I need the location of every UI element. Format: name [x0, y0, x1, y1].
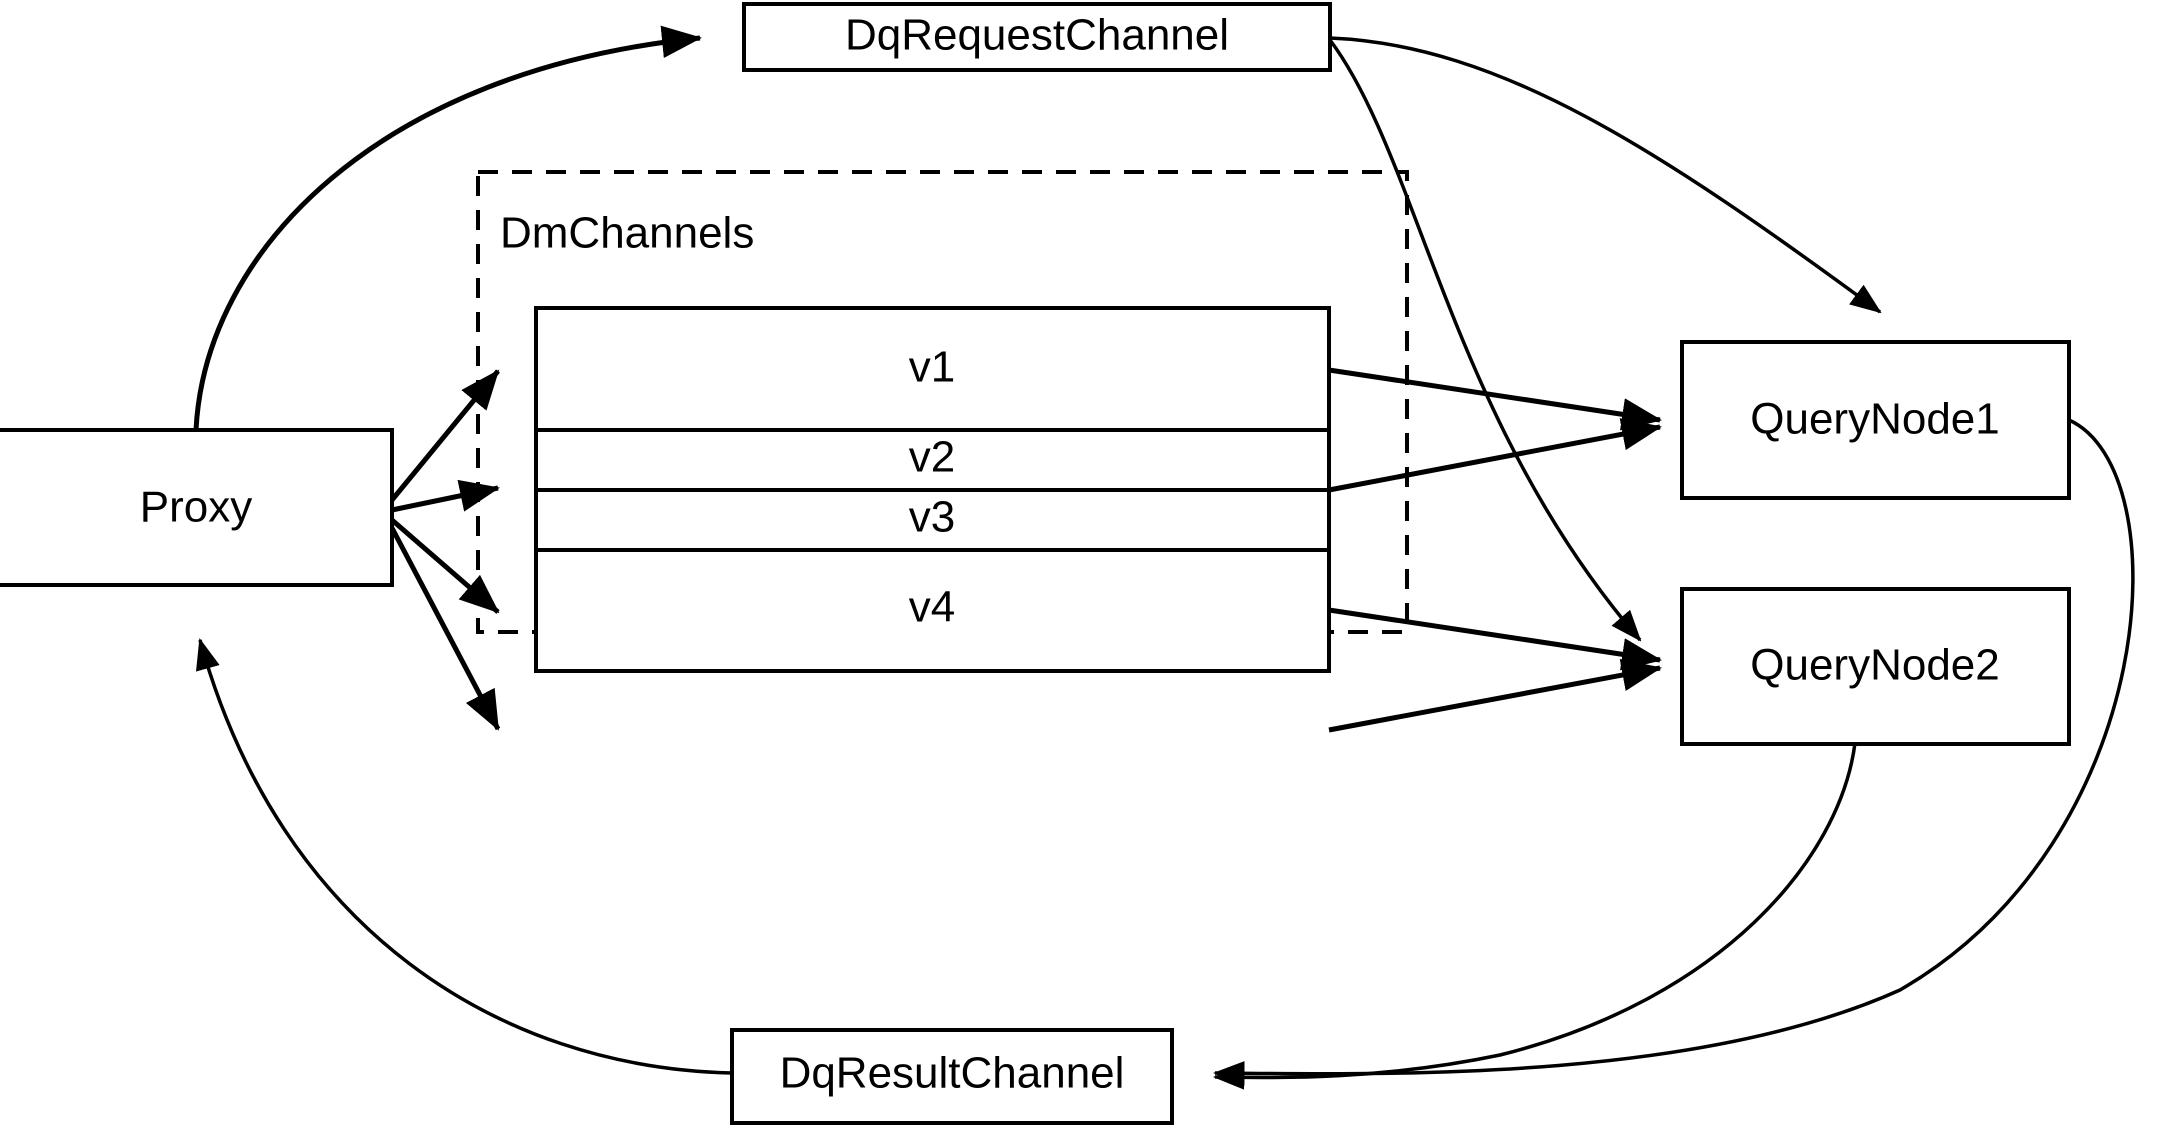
query-node-1-label: QueryNode1: [1750, 395, 1999, 444]
edge-proxy-to-v4: [389, 526, 501, 731]
dm-channel-label-v4: v4: [909, 583, 955, 632]
edge-v2-to-querynode1: [1328, 418, 1662, 493]
dq-request-channel-label: DqRequestChannel: [845, 11, 1229, 60]
edge-dqrequestchannel-to-querynode2: [1328, 38, 1642, 642]
edge-proxy-to-v2: [391, 479, 500, 513]
dq-request-channel-box[interactable]: [742, 2, 1332, 72]
edge-proxy-to-dqrequestchannel: [193, 25, 702, 431]
edge-v1-to-querynode1: [1328, 367, 1662, 431]
edge-dqrequestchannel-to-querynode1: [1329, 36, 1882, 314]
dq-result-channel-box[interactable]: [730, 1028, 1174, 1125]
proxy-label: Proxy: [140, 483, 252, 532]
dm-channel-label-v1: v1: [909, 343, 955, 392]
dm-channel-label-v2: v2: [909, 433, 955, 482]
edge-querynode1-to-dqresultchannel: [1212, 418, 2135, 1086]
edge-proxy-to-v1: [390, 369, 500, 502]
query-node-1-box[interactable]: [1680, 340, 2071, 500]
dq-result-channel-label: DqResultChannel: [780, 1049, 1125, 1098]
query-node-2-box[interactable]: [1680, 587, 2071, 746]
edge-v4-to-querynode2: [1328, 659, 1662, 733]
edge-dqresultchannel-to-proxy: [196, 637, 733, 1075]
edge-querynode2-to-dqresultchannel: [1212, 742, 1857, 1090]
dm-channels-group-label: DmChannels: [500, 209, 754, 258]
proxy-box[interactable]: [0, 428, 394, 587]
dm-channel-label-v3: v3: [909, 493, 955, 542]
edge-proxy-to-v3: [390, 518, 500, 614]
query-node-2-label: QueryNode2: [1750, 641, 1999, 690]
edge-v3-to-querynode2: [1328, 607, 1662, 671]
